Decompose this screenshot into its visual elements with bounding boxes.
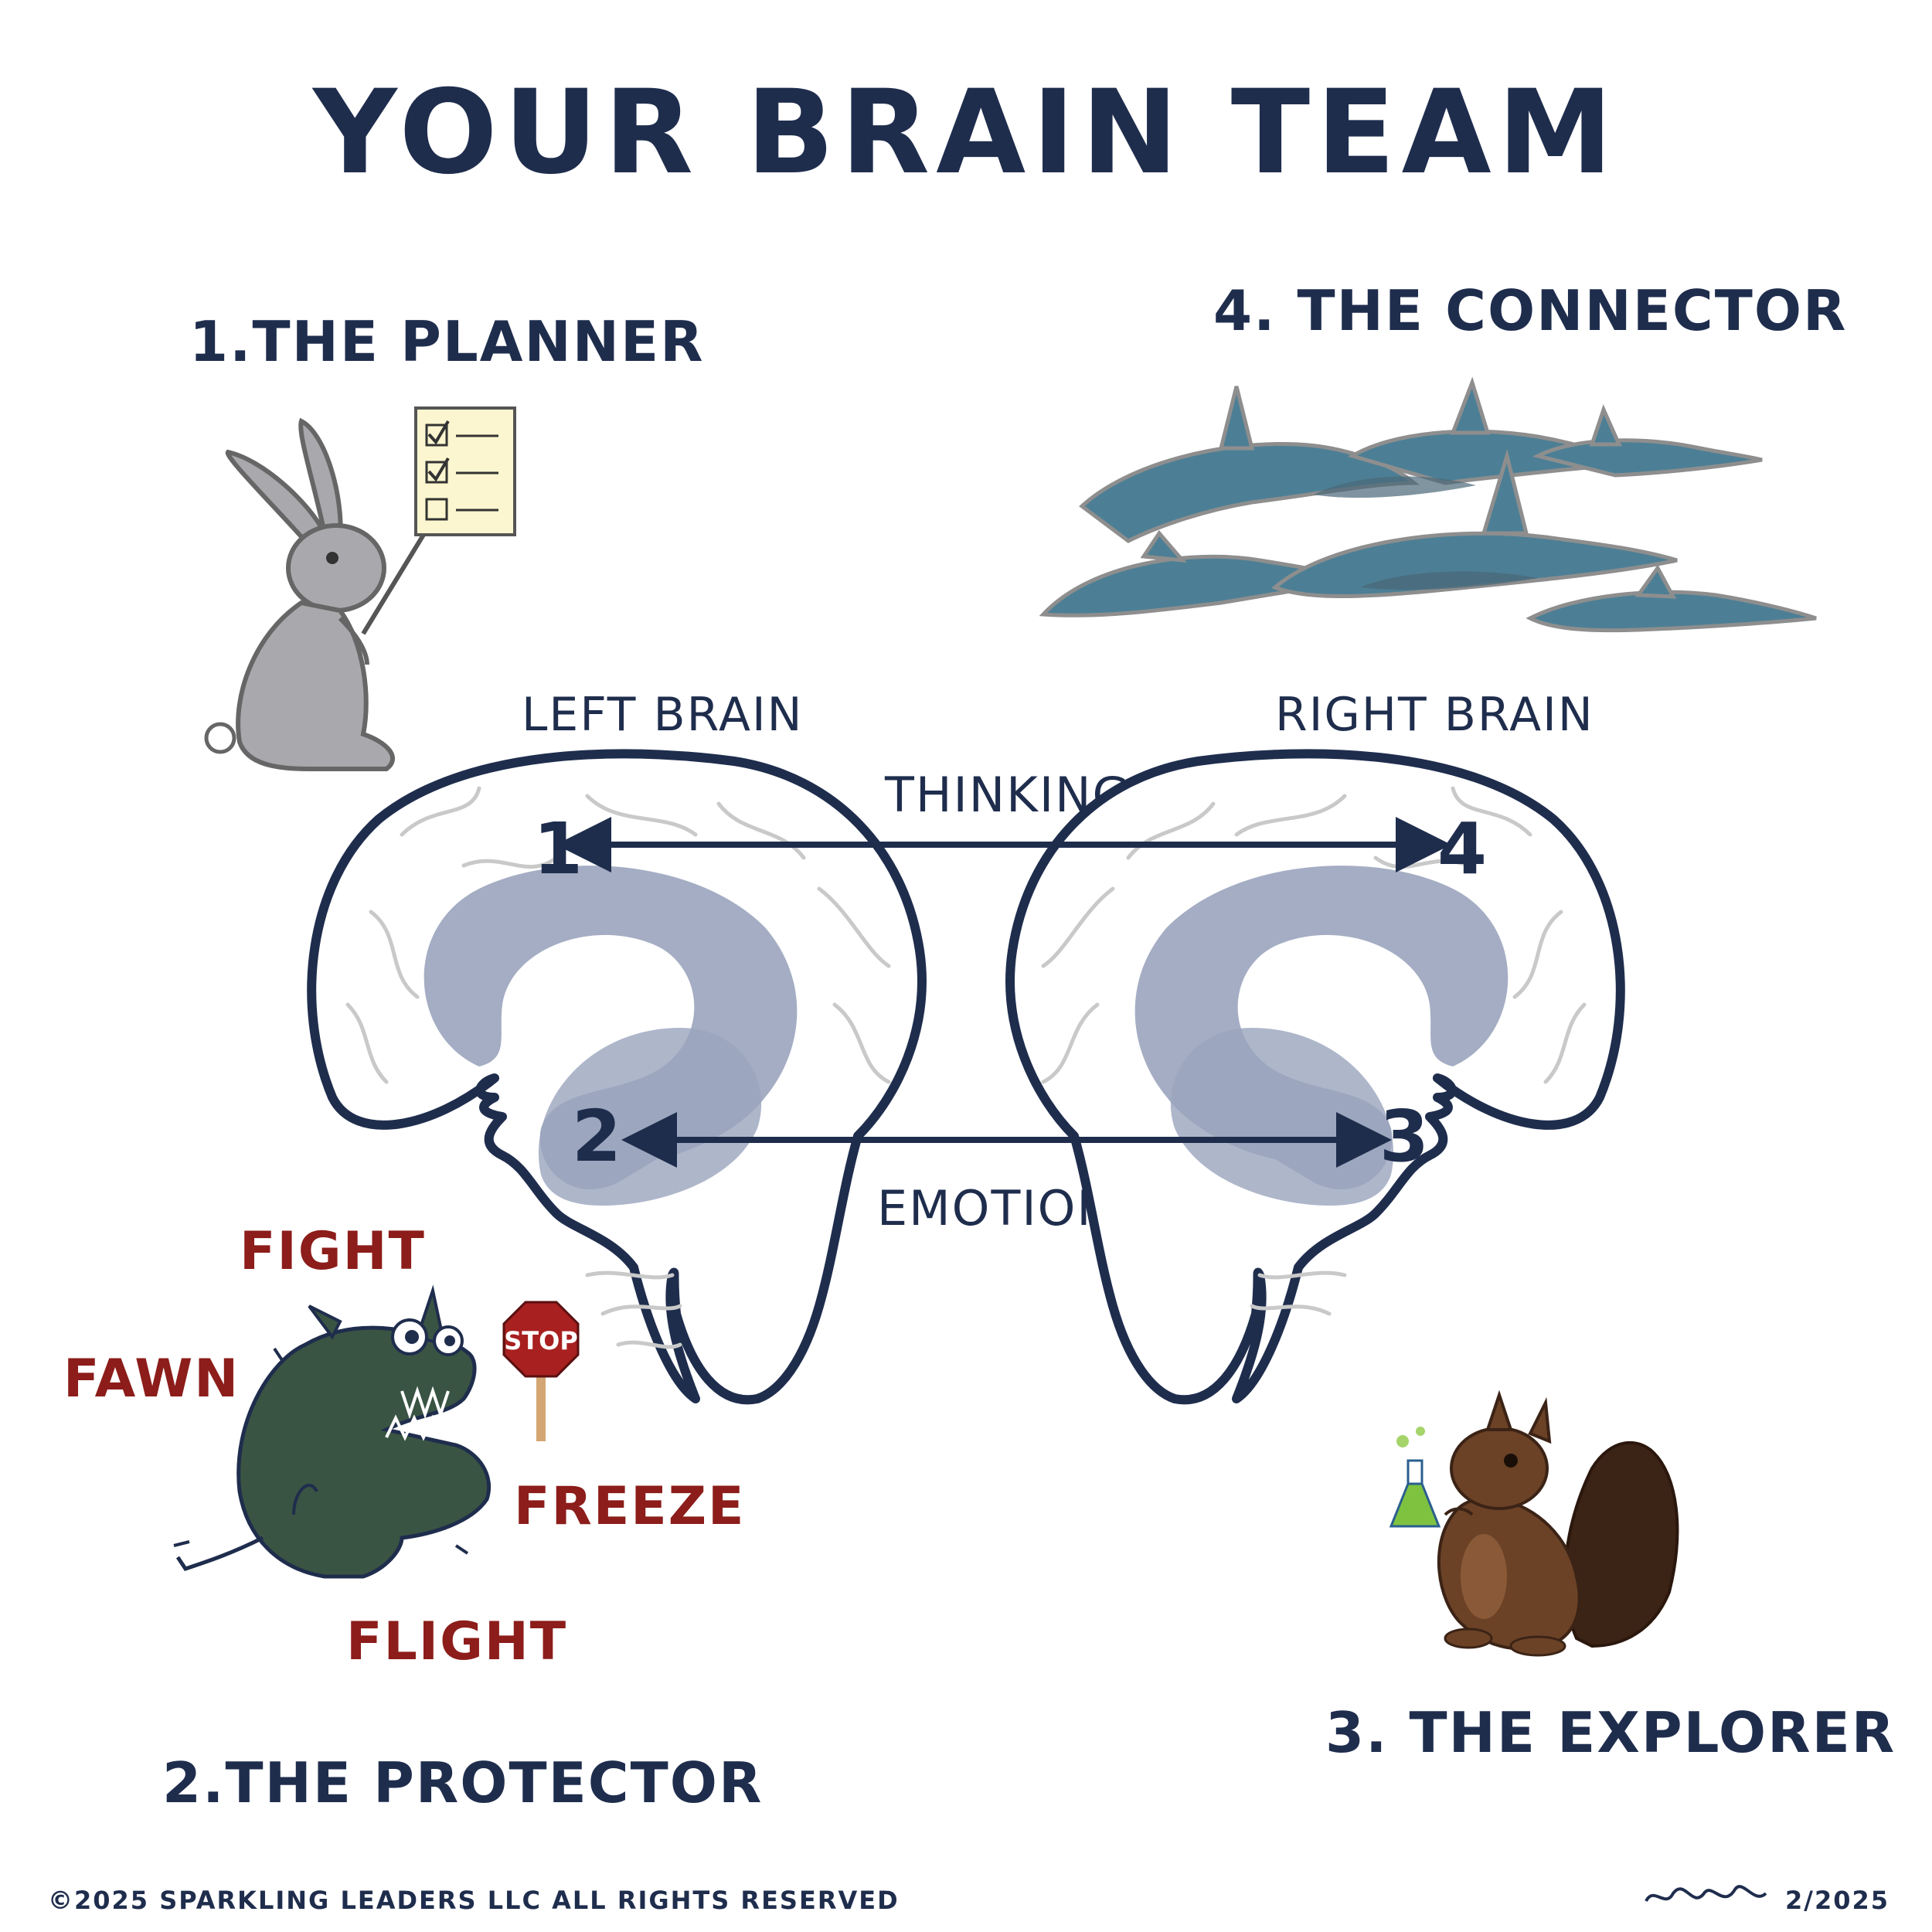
fawn-label: FAWN (63, 1349, 240, 1410)
copyright-notice: ©2025 SPARKLING LEADERS LLC ALL RIGHTS R… (48, 1886, 900, 1915)
connector-heading: 4. THE CONNECTOR (1213, 278, 1848, 343)
stop-sign-icon: STOP (502, 1301, 580, 1441)
region-number-1: 1 (533, 808, 583, 890)
signature-mark (1645, 1885, 1767, 1903)
left-brain (307, 749, 927, 1405)
left-brain-label: LEFT BRAIN (522, 688, 804, 742)
region-number-4: 4 (1437, 808, 1487, 890)
planner-heading: 1.THE PLANNER (189, 309, 705, 374)
region-number-3: 3 (1379, 1095, 1429, 1178)
monster-protector-icon (173, 1284, 492, 1579)
right-brain (1005, 749, 1625, 1405)
date-stamp: 2/2025 (1785, 1886, 1890, 1915)
fight-label: FIGHT (240, 1221, 426, 1282)
freeze-label: FREEZE (514, 1476, 746, 1537)
explorer-heading: 3. THE EXPLORER (1325, 1700, 1896, 1765)
page-title: YOUR BRAIN TEAM (313, 66, 1619, 200)
dolphins-connector-icon (1039, 376, 1817, 633)
protector-heading: 2.THE PROTECTOR (162, 1750, 764, 1815)
region-number-2: 2 (572, 1095, 621, 1178)
squirrel-explorer-icon (1389, 1389, 1679, 1657)
right-brain-label: RIGHT BRAIN (1275, 688, 1594, 742)
rabbit-planner-icon (204, 406, 516, 771)
stop-sign-text: STOP (504, 1326, 578, 1355)
flight-label: FLIGHT (346, 1611, 568, 1672)
